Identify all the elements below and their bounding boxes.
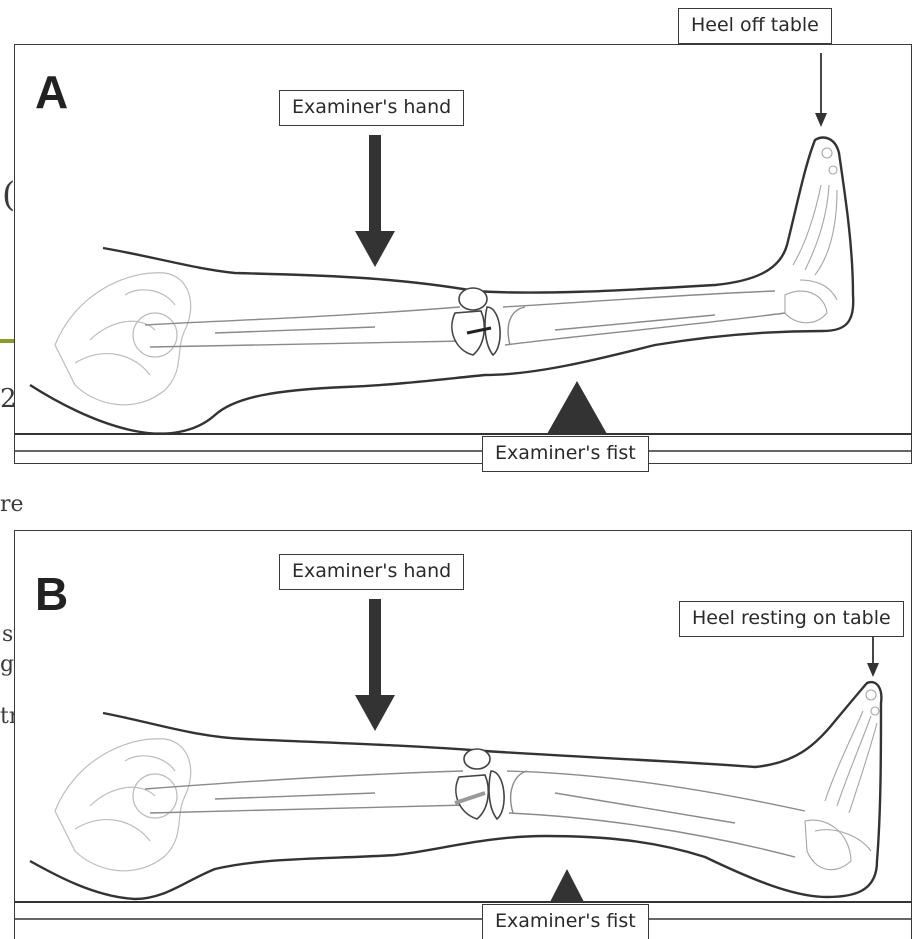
background-text-fragment: re [0,494,24,516]
panel-a-letter: A [35,69,68,115]
heel-arrow-b [867,635,879,677]
panel-b-illustration [15,531,912,939]
examiners-fist-triangle-b [550,869,584,902]
pelvis-sketch [55,273,191,405]
heel-arrow-a [815,53,827,127]
foot-bones-b [805,690,879,870]
background-text-fragment: s [2,624,13,646]
tibia-a [503,291,785,345]
femur-a [145,307,465,347]
panel-b-letter: B [35,571,68,617]
examiners-hand-label-b: Examiner's hand [279,554,464,590]
leg-a-outline [30,138,853,434]
examiners-hand-label-a: Examiner's hand [279,90,464,126]
femur-b [145,771,467,813]
examiners-fist-label-b: Examiner's fist [482,904,649,939]
heel-off-table-label: Heel off table [678,8,832,44]
examiners-fist-label-a: Examiner's fist [482,436,649,472]
knee-a [452,288,500,355]
knee-b [455,749,504,819]
foot-bones-a [785,148,837,323]
pelvis-sketch [55,739,191,871]
heel-resting-label: Heel resting on table [679,601,904,637]
background-text-fragment: g [0,654,14,676]
panel-a: A Examiner's hand Examiner's fist [14,44,912,464]
examiners-fist-triangle-a [547,381,607,434]
examiners-hand-arrow-a [355,135,395,267]
examiners-hand-arrow-b [355,599,395,731]
panel-b: B Examiner's hand Heel resting on table … [14,530,912,939]
